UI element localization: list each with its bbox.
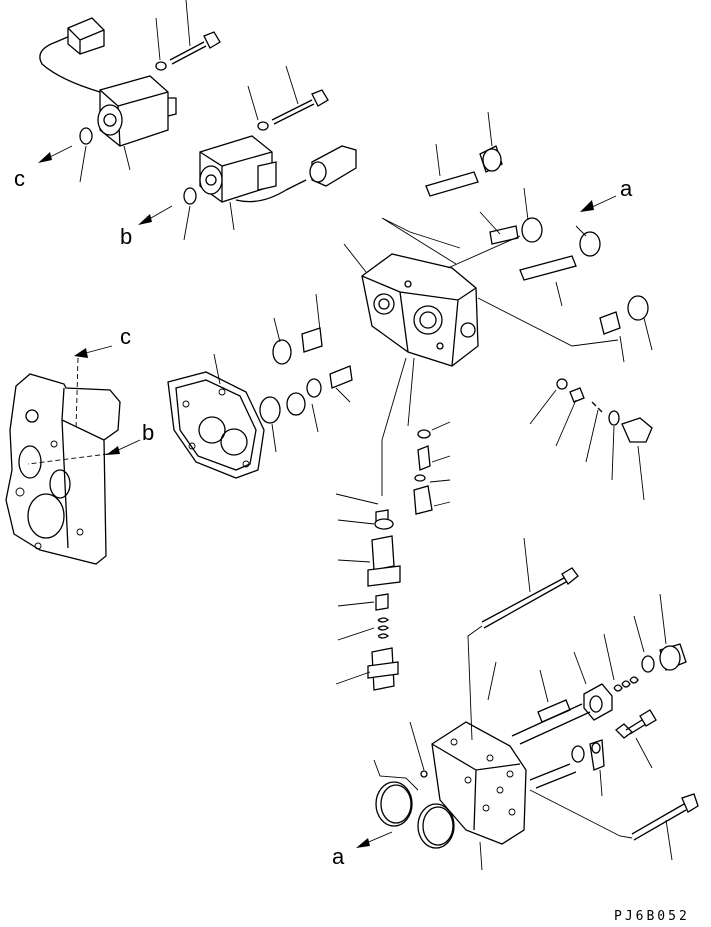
arrow-a-top xyxy=(580,195,617,212)
cover xyxy=(431,721,527,871)
o-rings-pair xyxy=(373,721,455,849)
o-ring-c xyxy=(79,127,93,145)
arrow-c xyxy=(38,145,73,163)
arrow-b xyxy=(138,205,173,225)
right-plugs xyxy=(529,378,653,501)
solenoid-valve-2 xyxy=(183,135,357,241)
pins-and-plugs xyxy=(259,111,653,453)
label-b-housing: b xyxy=(142,420,154,445)
label-a-top: a xyxy=(620,176,633,201)
label-a-bottom: a xyxy=(332,844,345,869)
bolt-2 xyxy=(247,65,329,131)
valve-spool-stack xyxy=(335,357,451,691)
valve-body xyxy=(361,253,479,367)
drawing-code: PJ6B052 xyxy=(614,909,690,924)
cover-valve-parts xyxy=(487,593,687,797)
o-ring-b xyxy=(183,187,197,205)
arrow-b-housing xyxy=(27,439,141,465)
label-c-housing: c xyxy=(120,324,131,349)
arrow-c-housing xyxy=(74,345,113,431)
washer-2 xyxy=(257,121,269,131)
arrow-a-bottom xyxy=(356,831,393,848)
housing xyxy=(5,373,121,565)
long-bolt-1 xyxy=(467,537,579,741)
washer-1 xyxy=(155,61,167,71)
long-bolt-2 xyxy=(529,789,699,861)
bolt-1 xyxy=(155,0,221,71)
label-b: b xyxy=(120,224,132,249)
solenoid-valve-1 xyxy=(39,17,177,183)
gasket xyxy=(167,353,265,479)
label-c: c xyxy=(14,166,25,191)
